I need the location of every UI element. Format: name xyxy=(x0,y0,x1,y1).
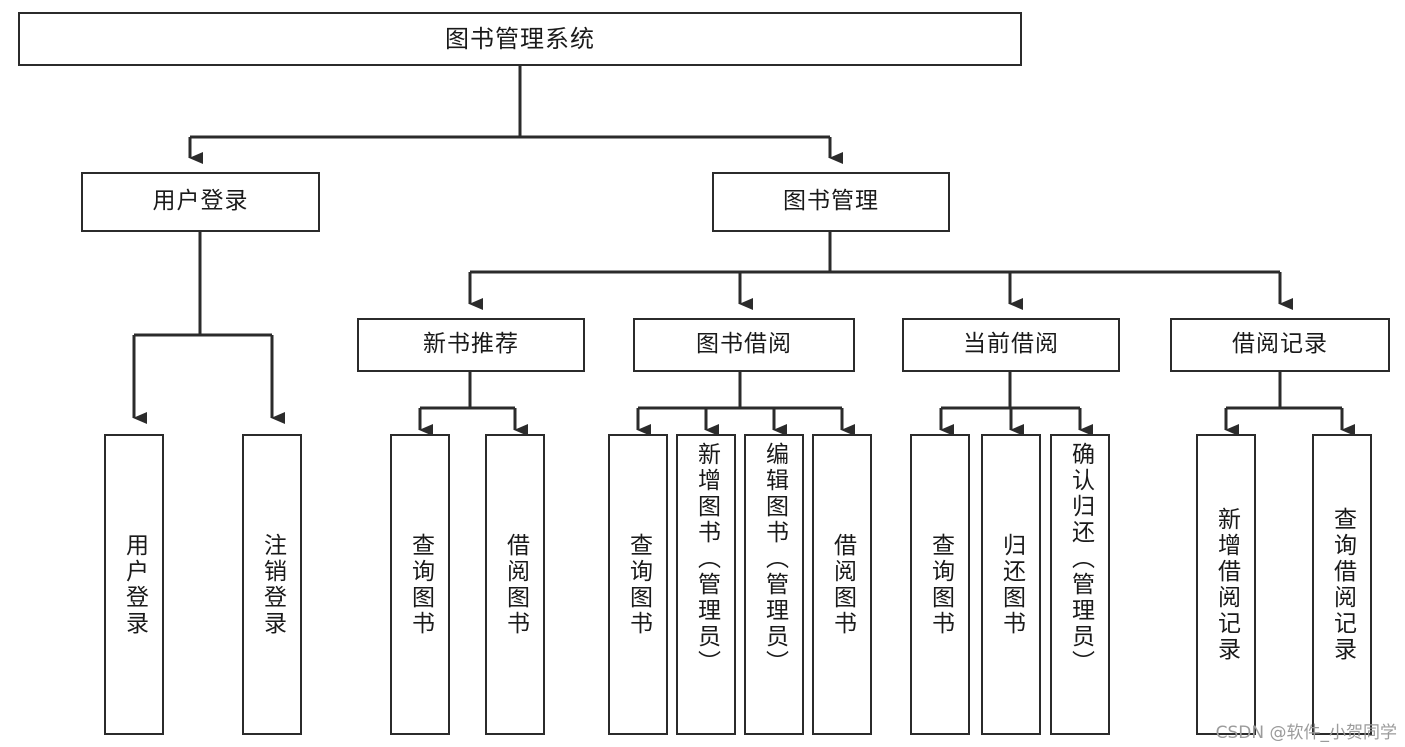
node-book-borrow[interactable]: 图书借阅 xyxy=(633,318,855,372)
leaf-confirm-return-admin[interactable]: 确认归还（管理员） xyxy=(1050,434,1110,735)
node-label: 借阅图书 xyxy=(502,532,529,637)
node-label: 借阅图书 xyxy=(829,532,856,637)
node-borrow-record[interactable]: 借阅记录 xyxy=(1170,318,1390,372)
node-label: 新增借阅记录 xyxy=(1213,506,1240,663)
node-label: 编辑图书（管理员） xyxy=(761,442,788,676)
node-new-book-recommend[interactable]: 新书推荐 xyxy=(357,318,585,372)
leaf-borrow-book[interactable]: 借阅图书 xyxy=(812,434,872,735)
leaf-add-borrow-record[interactable]: 新增借阅记录 xyxy=(1196,434,1256,735)
node-book-management[interactable]: 图书管理 xyxy=(712,172,950,232)
node-user-login[interactable]: 用户登录 xyxy=(81,172,320,232)
node-label: 用户登录 xyxy=(152,188,249,215)
node-label: 查询借阅记录 xyxy=(1329,506,1356,663)
node-label: 新增图书（管理员） xyxy=(693,442,720,676)
node-label: 当前借阅 xyxy=(963,331,1059,358)
leaf-query-book-recommend[interactable]: 查询图书 xyxy=(390,434,450,735)
leaf-logout[interactable]: 注销登录 xyxy=(242,434,302,735)
leaf-query-book-borrow[interactable]: 查询图书 xyxy=(608,434,668,735)
leaf-return-book[interactable]: 归还图书 xyxy=(981,434,1041,735)
node-label: 查询图书 xyxy=(407,532,434,637)
node-label: 查询图书 xyxy=(625,532,652,637)
leaf-borrow-book-recommend[interactable]: 借阅图书 xyxy=(485,434,545,735)
node-current-borrow[interactable]: 当前借阅 xyxy=(902,318,1120,372)
leaf-edit-book-admin[interactable]: 编辑图书（管理员） xyxy=(744,434,804,735)
node-label: 新书推荐 xyxy=(423,331,519,358)
leaf-query-book-current[interactable]: 查询图书 xyxy=(910,434,970,735)
node-root-system[interactable]: 图书管理系统 xyxy=(18,12,1022,66)
leaf-add-book-admin[interactable]: 新增图书（管理员） xyxy=(676,434,736,735)
node-label: 图书借阅 xyxy=(696,331,792,358)
node-label: 注销登录 xyxy=(259,532,286,637)
node-label: 归还图书 xyxy=(998,532,1025,637)
watermark-text: CSDN @软件_小贺同学 xyxy=(1215,723,1397,743)
node-label: 确认归还（管理员） xyxy=(1067,442,1094,676)
node-label: 图书管理系统 xyxy=(445,24,595,53)
node-label: 查询图书 xyxy=(927,532,954,637)
node-label: 借阅记录 xyxy=(1232,331,1328,358)
leaf-user-login[interactable]: 用户登录 xyxy=(104,434,164,735)
node-label: 用户登录 xyxy=(121,532,148,637)
node-label: 图书管理 xyxy=(783,188,879,215)
leaf-query-borrow-record[interactable]: 查询借阅记录 xyxy=(1312,434,1372,735)
